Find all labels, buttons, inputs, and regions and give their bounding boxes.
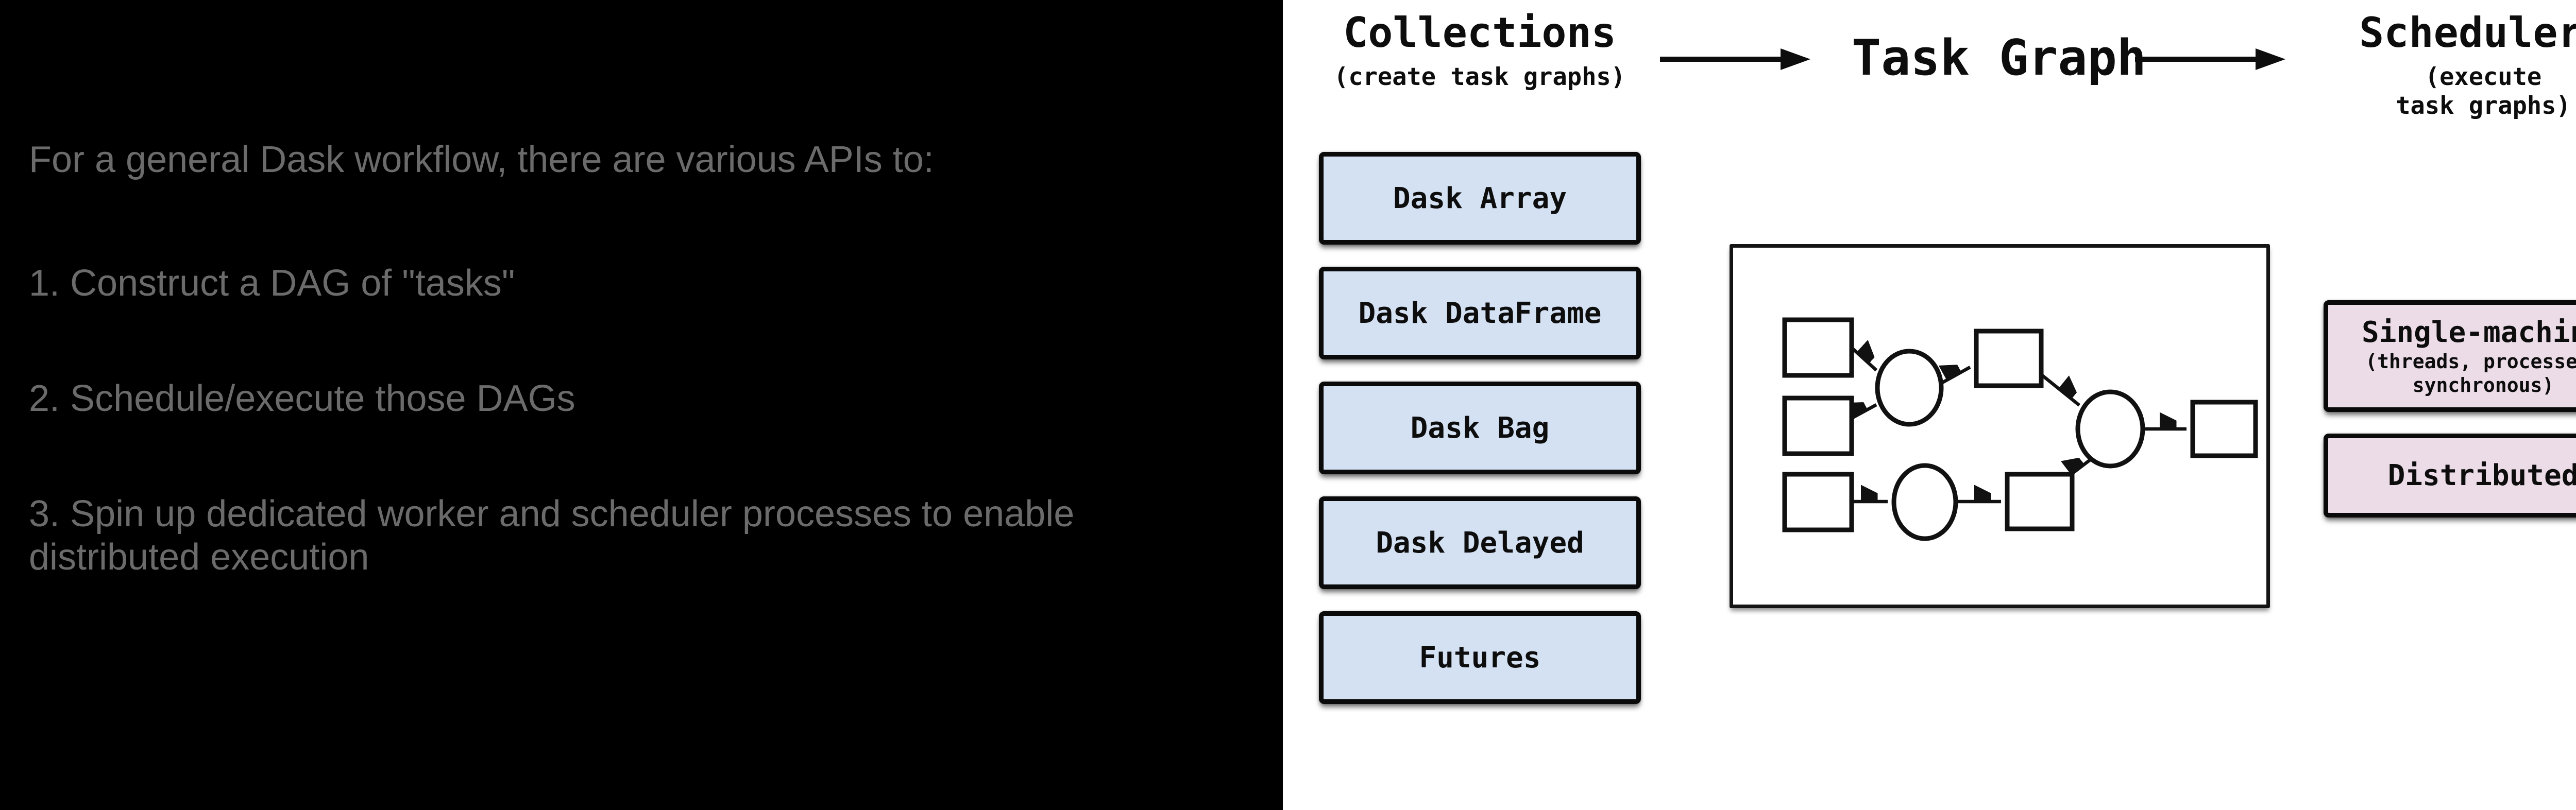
collections-to-taskgraph-arrow-icon bbox=[1660, 48, 1810, 70]
collections-heading: Collections bbox=[1343, 9, 1616, 57]
edge-input2-op1 bbox=[1853, 405, 1877, 419]
task-graph-heading: Task Graph bbox=[1852, 30, 2146, 87]
edge-op1-mid1 bbox=[1942, 367, 1971, 384]
collection-box-dask-bag: Dask Bag bbox=[1319, 382, 1641, 474]
scheduler-box-subtitle-line1: (threads, processes, bbox=[2365, 350, 2576, 373]
task-node-op-1 bbox=[1875, 349, 1944, 427]
collection-box-label: Futures bbox=[1419, 641, 1541, 675]
scheduler-box-distributed: Distributed bbox=[2324, 434, 2576, 518]
list-item-1: 1. Construct a DAG of "tasks" bbox=[29, 263, 515, 304]
task-graph-dag bbox=[1782, 317, 2258, 541]
collection-box-label: Dask Delayed bbox=[1376, 526, 1584, 560]
collection-box-dask-dataframe: Dask DataFrame bbox=[1319, 267, 1641, 359]
task-node-mid-1 bbox=[1974, 329, 2044, 388]
task-node-input-1 bbox=[1782, 317, 1854, 378]
list-item-2: 2. Schedule/execute those DAGs bbox=[29, 378, 575, 419]
intro-text: For a general Dask workflow, there are v… bbox=[29, 139, 934, 180]
left-text-panel: For a general Dask workflow, there are v… bbox=[0, 0, 1283, 810]
edge-mid1-op3 bbox=[2041, 374, 2079, 407]
edge-input1-op1 bbox=[1851, 349, 1876, 372]
scheduler-box-title: Single-machine bbox=[2361, 315, 2576, 349]
dask-architecture-diagram: Collections (create task graphs) Task Gr… bbox=[1283, 0, 2576, 810]
collections-subheading: (create task graphs) bbox=[1334, 63, 1625, 91]
collection-box-dask-delayed: Dask Delayed bbox=[1319, 496, 1641, 589]
collection-box-label: Dask Bag bbox=[1410, 411, 1550, 445]
collection-box-label: Dask Array bbox=[1393, 181, 1567, 215]
scheduler-box-subtitle-line2: synchronous) bbox=[2412, 373, 2554, 397]
schedulers-subheading: (execute task graphs) bbox=[2396, 63, 2571, 120]
collection-box-futures: Futures bbox=[1319, 611, 1641, 704]
taskgraph-to-schedulers-arrow-icon bbox=[2135, 48, 2285, 70]
scheduler-box-single-machine: Single-machine (threads, processes, sync… bbox=[2324, 300, 2576, 412]
task-node-input-2 bbox=[1782, 395, 1854, 456]
task-node-op-3 bbox=[2075, 389, 2145, 469]
schedulers-heading: Schedulers bbox=[2359, 9, 2576, 57]
scheduler-box-title: Distributed bbox=[2387, 458, 2576, 492]
edge-mid2-op3 bbox=[2073, 458, 2093, 473]
task-node-op-2 bbox=[1891, 463, 1958, 541]
list-item-3: 3. Spin up dedicated worker and schedule… bbox=[29, 493, 1075, 578]
collection-box-dask-array: Dask Array bbox=[1319, 152, 1641, 245]
task-graph-box bbox=[1730, 244, 2270, 608]
task-node-output-1 bbox=[2190, 400, 2258, 458]
collection-box-label: Dask DataFrame bbox=[1358, 296, 1602, 330]
task-node-mid-2 bbox=[2005, 472, 2075, 531]
task-node-input-3 bbox=[1782, 472, 1854, 532]
